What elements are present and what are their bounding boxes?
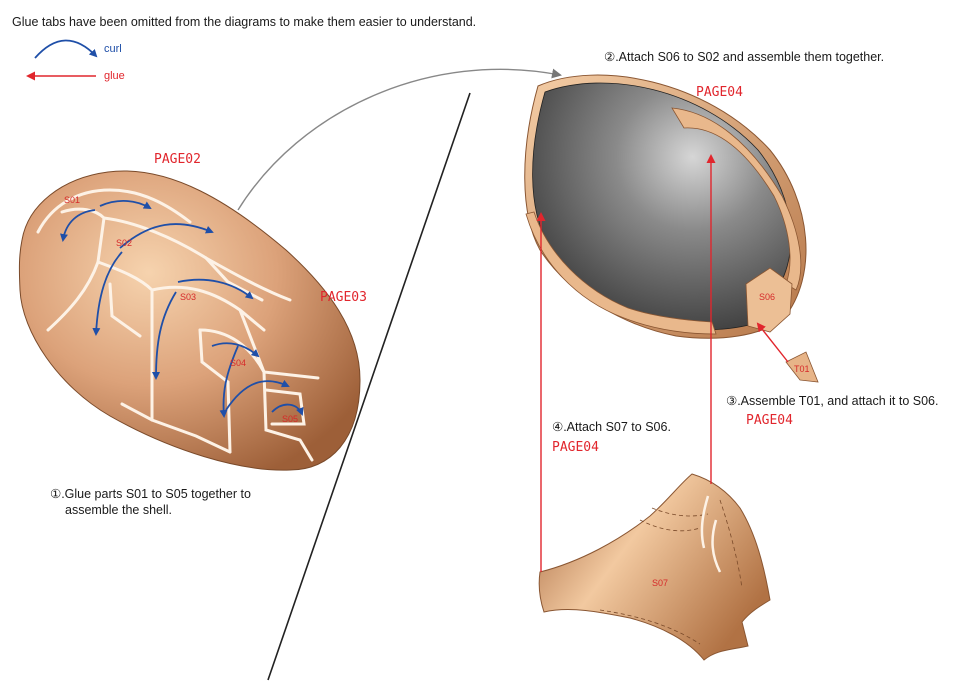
page02-label: PAGE02 — [154, 152, 201, 167]
part-label-s02: S02 — [116, 238, 133, 248]
step2-text: ②.Attach S06 to S02 and assemble them to… — [604, 50, 885, 64]
shell-body — [18, 170, 361, 471]
legend-curl-arrow — [34, 39, 98, 59]
page03-label: PAGE03 — [320, 290, 367, 305]
step2-page-label: PAGE04 — [696, 85, 743, 100]
rim-segment-right — [671, 107, 802, 291]
t01-glue-arrow — [756, 322, 789, 363]
legend-glue-label: glue — [104, 70, 125, 82]
part-label-s04: S04 — [230, 358, 247, 368]
s07-part — [538, 473, 771, 661]
s07-assembly — [536, 154, 771, 661]
legend-curl-label: curl — [104, 43, 122, 55]
part-label-t01: T01 — [794, 364, 810, 374]
omitted-glue-tabs-note: Glue tabs have been omitted from the dia… — [12, 15, 477, 29]
rim-segment-bottom — [525, 211, 717, 335]
flow-arrow — [237, 68, 562, 211]
part-label-s01: S01 — [64, 195, 81, 205]
divider-line — [267, 92, 471, 681]
part-label-s07: S07 — [652, 578, 669, 588]
step1-text-line2: assemble the shell. — [65, 503, 173, 517]
step4-page-label: PAGE04 — [552, 440, 599, 455]
step3-text: ③.Assemble T01, and attach it to S06. — [726, 394, 939, 408]
s06-part — [745, 267, 793, 333]
part-label-s05: S05 — [282, 414, 299, 424]
part-label-s06: S06 — [759, 292, 776, 302]
step4-text: ④.Attach S07 to S06. — [552, 420, 671, 434]
part-label-s03: S03 — [180, 292, 197, 302]
step3-page-label: PAGE04 — [746, 413, 793, 428]
step1-text-line1: ①.Glue parts S01 to S05 together to — [50, 487, 251, 501]
shell-assembly — [18, 170, 361, 471]
hemisphere-assembly — [524, 74, 819, 383]
t01-part — [785, 351, 819, 383]
